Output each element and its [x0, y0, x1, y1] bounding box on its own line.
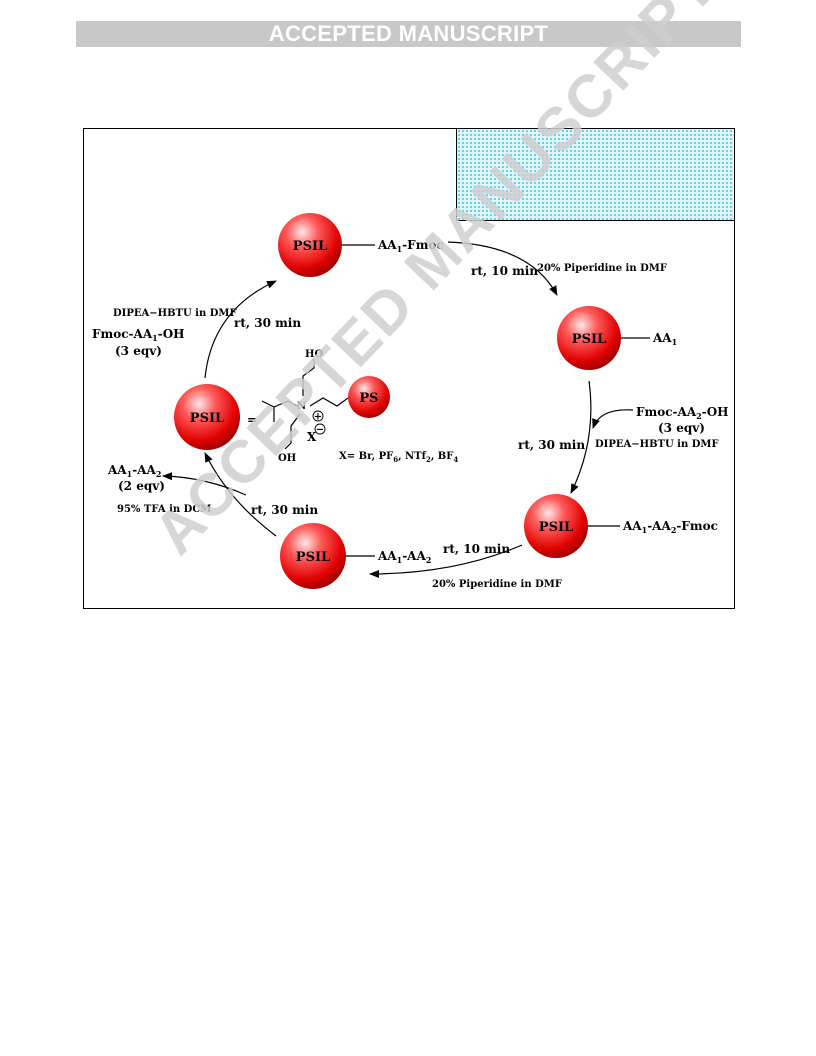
hydroxyethyl-bottom [284, 413, 301, 450]
banner-text: ACCEPTED MANUSCRIPT [268, 21, 549, 46]
arrow-couple-1 [204, 280, 277, 379]
plus-charge-circle [312, 410, 324, 422]
species-aa1-aa2-fmoc: AA1-AA2-Fmoc [622, 519, 718, 535]
bead-right-bottom-label: PSIL [539, 520, 573, 535]
cond-rt10-bottom: rt, 10 min [443, 542, 510, 556]
arrow-couple-2 [570, 380, 592, 494]
bead-right-top-label: PSIL [572, 332, 606, 347]
bead-right-top: PSIL [557, 306, 621, 370]
piperidine-top: 20% Piperidine in DMF [537, 263, 667, 274]
arrow-deprotect-2 [369, 544, 523, 578]
bead-left: PSIL [174, 384, 240, 450]
three-eqv-right: (3 eqv) [658, 421, 705, 435]
three-eqv-left: (3 eqv) [115, 344, 162, 358]
cond-rt10-top: rt, 10 min [471, 264, 538, 278]
piperidine-bottom: 20% Piperidine in DMF [432, 579, 562, 590]
arrow-deprotect-1 [447, 241, 558, 296]
accepted-manuscript-banner: ACCEPTED MANUSCRIPT [76, 21, 741, 47]
ammonium-structure: N + HO OH X − [261, 349, 349, 464]
sec-butyl-chain [261, 400, 300, 408]
bead-top: PSIL [278, 213, 342, 277]
nitrogen-atom: N [297, 401, 306, 412]
cond-rt30-left: rt, 30 min [234, 316, 301, 330]
species-aa1: AA1 [652, 331, 677, 347]
bead-bottom: PSIL [280, 523, 346, 589]
minus-charge: − [316, 425, 324, 436]
anion-x: X [307, 430, 317, 444]
dipea-right: DIPEA−HBTU in DMF [595, 439, 719, 450]
ps-bead: PS [348, 376, 390, 418]
species-aa1-aa2-free: AA1-AA2 [107, 463, 161, 479]
propyl-linker [309, 397, 349, 407]
dipea-left: DIPEA−HBTU in DMF [113, 308, 237, 319]
oh-bottom-label: OH [278, 453, 296, 464]
bead-left-label: PSIL [190, 411, 224, 426]
bead-right-bottom: PSIL [524, 494, 588, 558]
reagent-fmoc-aa2: Fmoc-AA2-OH [636, 405, 729, 421]
tfa-reagent: 95% TFA in DCM [117, 504, 211, 515]
species-aa1-aa2-bead: AA1-AA2 [377, 549, 431, 565]
ps-label: PS [359, 391, 378, 406]
hydroxyethyl-top [302, 359, 315, 396]
plus-charge: + [314, 412, 322, 423]
bead-top-label: PSIL [293, 239, 327, 254]
dotted-patch [456, 128, 735, 221]
bead-bottom-label: PSIL [296, 550, 330, 565]
species-aa1-fmoc: AA1-Fmoc [377, 238, 444, 254]
minus-charge-circle [314, 423, 326, 435]
arrow-reagent-aa2 [592, 409, 634, 429]
counterion-list: X= Br, PF6, NTf2, BF4 [339, 451, 458, 464]
arrow-cleave [162, 472, 247, 496]
reagent-fmoc-aa1: Fmoc-AA1-OH [92, 327, 185, 343]
equals-sign: = [247, 413, 257, 427]
oh-top-label: HO [305, 349, 323, 360]
cond-rt30-right: rt, 30 min [518, 438, 585, 452]
two-eqv: (2 eqv) [118, 479, 165, 493]
arrow-return [204, 452, 277, 537]
cond-rt30-bottom: rt, 30 min [251, 503, 318, 517]
